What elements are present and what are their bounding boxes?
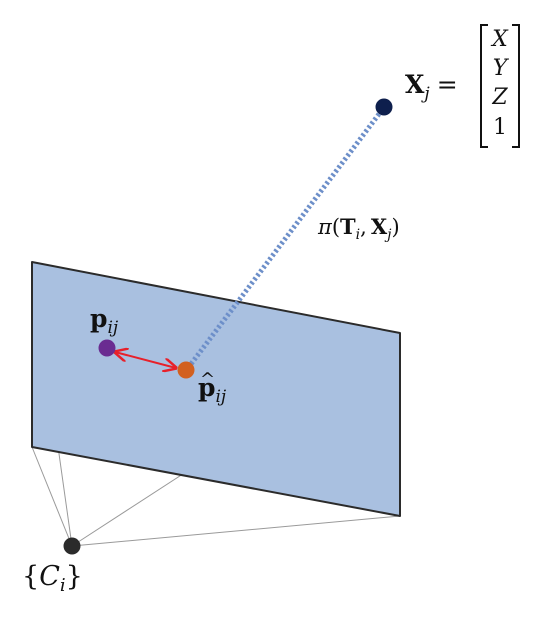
frustum-line-bottom-left [31,446,73,547]
vector-entry-z: Z [491,85,508,110]
observed-point [98,339,116,357]
camera-center-point [63,537,81,555]
world-point [375,98,393,116]
vector-right-bracket [512,24,520,148]
projected-point-label: pij [198,373,227,407]
projection-function-label: π(Ti,Xj) [317,214,400,243]
projected-point-hat: ^ [200,369,215,390]
vector-left-bracket [480,24,488,148]
reprojection-error-arrow [115,352,176,368]
projection-ray [186,108,384,370]
world-point-label: Xj= [405,70,458,104]
observed-point-label: pij [90,304,119,338]
vector-entry-x: X [490,27,509,52]
vector-entry-y: Y [493,56,510,81]
projected-point [177,361,195,379]
image-plane [31,261,401,517]
frustum-line-bottom-right [71,515,401,547]
world-point-vector: X Y Z 1 [480,24,520,148]
vector-entry-one: 1 [493,115,507,140]
camera-label: {Ci} [22,561,83,596]
